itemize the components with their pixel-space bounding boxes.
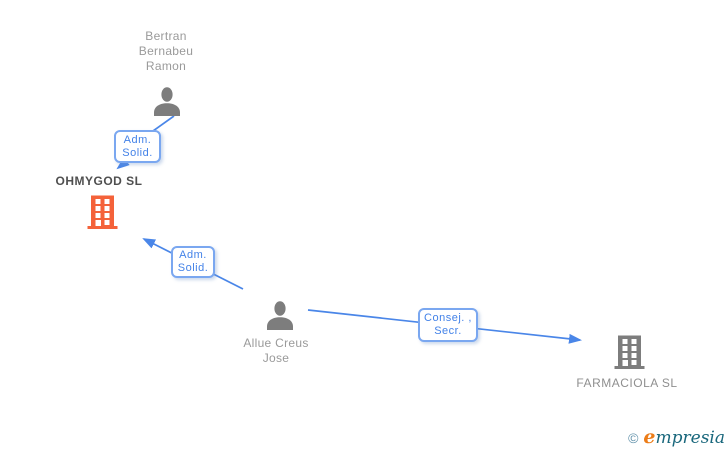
empresia-watermark: © empresia [628,426,725,448]
role-line: Adm. [123,133,152,146]
brand-rest: mpresia [655,428,726,448]
person-name-line: Bertran [145,29,187,43]
person-name-allue-creus-jose[interactable]: Allue Creus Jose [216,336,336,366]
company-icon-ohmygod[interactable] [87,195,118,229]
person-icon-allue[interactable] [265,301,295,330]
person-name-line: Allue Creus [243,336,309,350]
person-name-line: Bernabeu [138,44,194,58]
person-name-line: Jose [262,351,290,365]
brand-initial: e [643,426,656,448]
role-line: Secr. [434,325,462,337]
edge-bertran-to-ohmygod-segment [152,115,175,132]
company-name-ohmygod-sl[interactable]: OHMYGOD SL [55,174,143,188]
person-name-bertran-bernabeu-ramon[interactable]: Bertran Bernabeu Ramon [106,29,226,74]
edge-role-label-allue-farmaciola: Consej. , Secr. [418,308,478,342]
brand-wordmark: empresia [643,426,725,448]
company-name-farmaciola-sl[interactable]: FARMACIOLA SL [576,376,678,390]
role-line: Adm. [179,249,207,261]
company-icon-farmaciola[interactable] [614,335,645,369]
edge-role-label-bertran-ohmygod: Adm. Solid. [114,130,161,163]
person-icon-bertran[interactable] [152,87,182,116]
person-name-line: Ramon [145,59,187,73]
copyright-icon: © [628,430,639,446]
role-line: Consej. , [424,312,472,324]
edge-role-label-allue-ohmygod: Adm. Solid. [171,246,215,278]
role-line: Solid. [122,146,153,159]
role-line: Solid. [177,262,209,274]
